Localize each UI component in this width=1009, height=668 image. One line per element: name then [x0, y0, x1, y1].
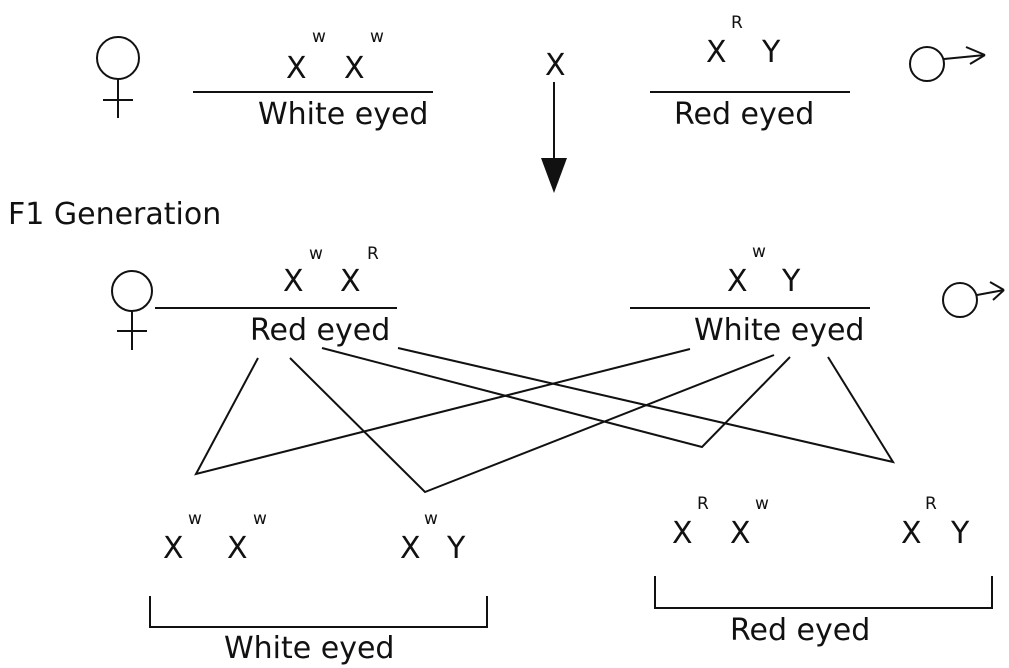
parent-female: X w X w White eyed — [96, 27, 433, 132]
parent-female-sup1: w — [312, 27, 326, 47]
offspring-sup2: w — [253, 509, 267, 529]
down-arrow-icon — [541, 82, 567, 193]
parent-male-sup1: R — [731, 13, 743, 33]
parent-female-phenotype: White eyed — [258, 97, 428, 132]
offspring-allele1: X — [400, 531, 421, 566]
f1-female-phenotype: Red eyed — [250, 313, 390, 348]
f1-female: X w X R Red eyed — [111, 244, 397, 350]
female-symbol-icon — [111, 270, 153, 350]
f1-male-allele1: X — [727, 264, 748, 299]
f1-female-sup1: w — [309, 244, 323, 264]
offspring-allele1: X — [672, 516, 693, 551]
offspring-allele1: X — [901, 516, 922, 551]
f1-male-sup1: w — [752, 242, 766, 262]
parent-female-allele2: X — [344, 51, 365, 86]
offspring-sup1: R — [697, 494, 709, 514]
parent-female-allele1: X — [286, 51, 307, 86]
offspring-3: X R X w — [672, 494, 769, 551]
male-symbol-icon — [942, 281, 1005, 318]
bracket-white-eyed: White eyed — [149, 596, 488, 666]
f1-male: X w Y White eyed — [630, 242, 1005, 348]
parent-male-allele1: X — [706, 35, 727, 70]
cross-lines — [194, 347, 896, 494]
f1-male-allele2: Y — [781, 264, 801, 299]
f1-female-allele2: X — [340, 264, 361, 299]
offspring-allele2: Y — [446, 531, 466, 566]
offspring-allele2: X — [730, 516, 751, 551]
cross-line-xry — [397, 347, 896, 464]
parent-male-phenotype: Red eyed — [674, 97, 814, 132]
bracket-red-eyed-label: Red eyed — [730, 613, 870, 648]
f2-offspring: X w X w X w Y X R X w X R Y — [163, 494, 970, 566]
offspring-allele2: Y — [950, 516, 970, 551]
parent-male-allele2: Y — [761, 35, 781, 70]
bracket-red-eyed: Red eyed — [654, 576, 993, 648]
offspring-sup1: R — [925, 494, 937, 514]
offspring-allele2: X — [227, 531, 248, 566]
f1-heading: F1 Generation — [8, 197, 221, 232]
male-symbol-icon — [909, 46, 986, 82]
offspring-sup2: w — [755, 494, 769, 514]
cross-line-xrxw — [321, 347, 791, 449]
parent-male: X R Y Red eyed — [650, 13, 986, 132]
parent-female-sup2: w — [370, 27, 384, 47]
cross-line-xwy — [289, 354, 775, 494]
f1-female-allele1: X — [283, 264, 304, 299]
offspring-4: X R Y — [901, 494, 970, 551]
offspring-2: X w Y — [400, 509, 466, 566]
offspring-1: X w X w — [163, 509, 267, 566]
f1-female-sup2: R — [367, 244, 379, 264]
offspring-sup1: w — [188, 509, 202, 529]
bracket-white-eyed-label: White eyed — [224, 631, 394, 666]
cross-line-xwxw — [194, 348, 691, 476]
offspring-sup1: w — [424, 509, 438, 529]
f1-male-phenotype: White eyed — [694, 313, 864, 348]
cross-symbol: X — [545, 48, 566, 83]
offspring-allele1: X — [163, 531, 184, 566]
female-symbol-icon — [96, 36, 140, 118]
